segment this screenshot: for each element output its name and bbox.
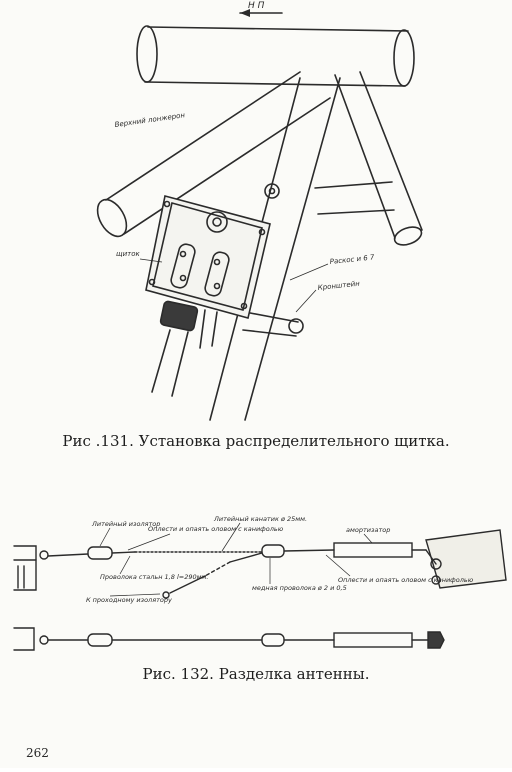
upper-antenna-wire: [47, 542, 427, 560]
upper-longeron-tube: [136, 25, 415, 87]
wire-label: Проволока стальн 1,8 l=290мм.: [100, 573, 209, 581]
page-number: 262: [26, 746, 49, 760]
right-mast-upper: [425, 529, 507, 589]
solder-right-label: Оплести и опаять оловом с канифолью: [338, 576, 474, 584]
distribution-panel: [145, 195, 271, 319]
copper-wire-label: медная проволока ø 2 и 0,5: [252, 584, 347, 592]
lead-in-wire: [162, 552, 263, 599]
figure-132-caption: Рис. 132. Разделка антенны.: [142, 665, 370, 683]
bracket-part: [242, 181, 395, 337]
solder-left-label: Оплести и опаять оловом с канифолью: [148, 525, 284, 533]
diagonal-tube-left: [96, 71, 331, 238]
to-lead-in-label: К проходному изолятору: [86, 596, 172, 604]
insulator-label: Литейный изолятор: [91, 520, 160, 528]
shock-absorber-label: амортизатор: [346, 526, 390, 534]
cable-label: Литейный канатик ø 25мм.: [213, 515, 307, 523]
lower-antenna-wire: [13, 627, 445, 651]
north-arrow-icon: [239, 9, 283, 17]
left-mast-upper: [13, 545, 49, 591]
panel-label: щиток: [116, 250, 141, 258]
figure-131-caption: Рис .131. Установка распределительного щ…: [62, 432, 450, 450]
direction-label: Н П: [248, 1, 265, 11]
cable-bundle: [151, 300, 218, 397]
